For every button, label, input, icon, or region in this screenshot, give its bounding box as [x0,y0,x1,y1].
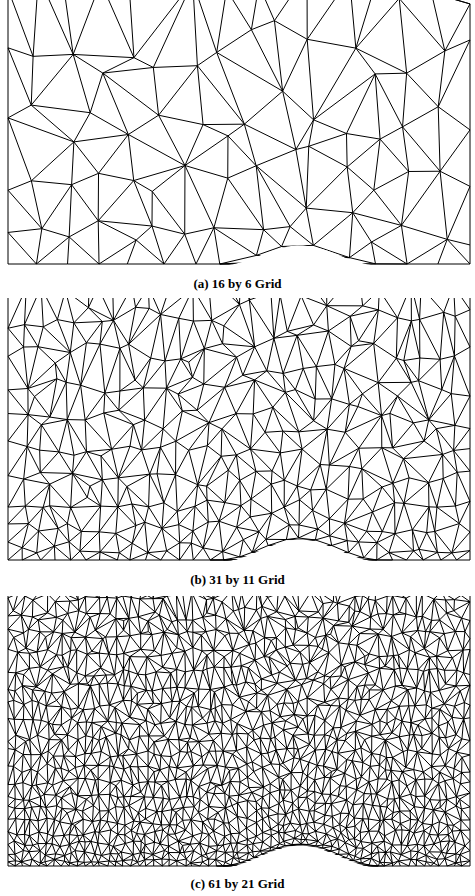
triangle-mesh [8,249,470,560]
mesh-edges [8,0,470,264]
mesh-edges [8,249,470,560]
figure-caption: (c) 61 by 21 Grid [0,876,475,892]
triangle-mesh [8,551,470,866]
triangle-mesh [8,0,470,264]
figure-caption: (b) 31 by 11 Grid [0,572,475,588]
figure-caption: (a) 16 by 6 Grid [0,276,475,292]
mesh-edges [8,551,470,866]
